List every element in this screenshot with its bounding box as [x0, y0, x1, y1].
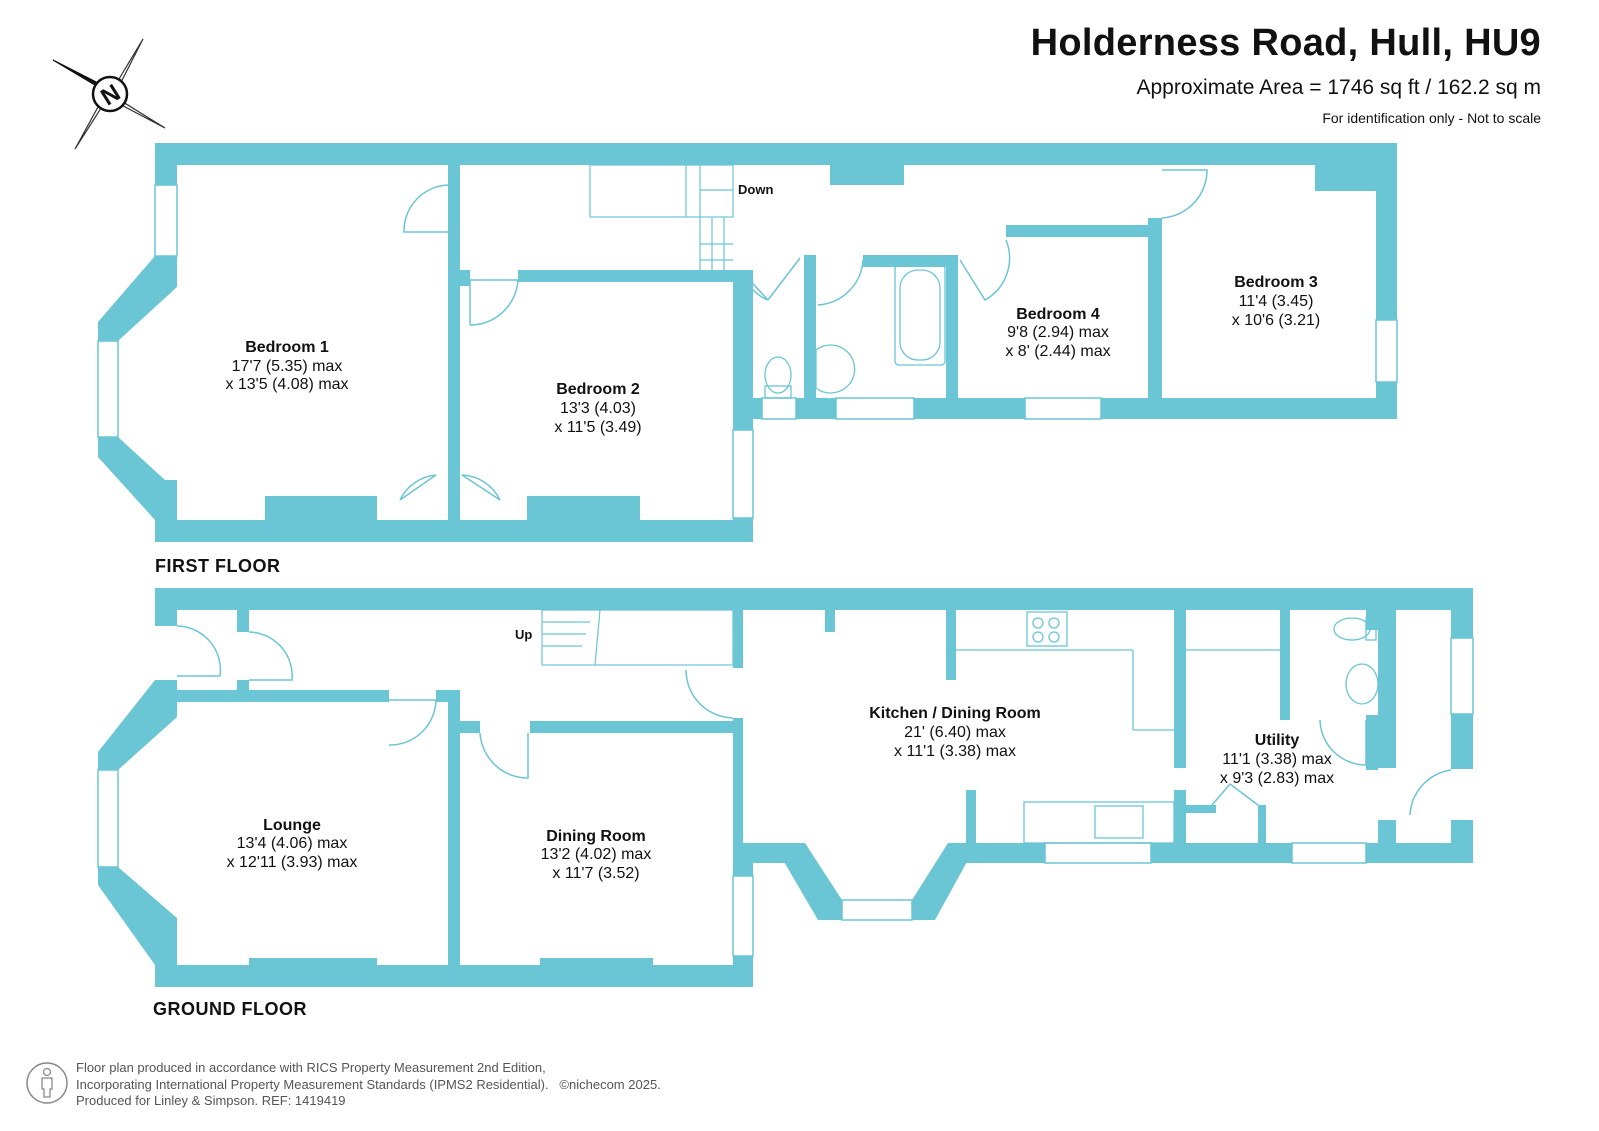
room-bedroom-2: Bedroom 2 13'3 (4.03) x 11'5 (3.49) — [554, 381, 641, 436]
svg-text:x 9'3 (2.83) max: x 9'3 (2.83) max — [1220, 770, 1334, 787]
svg-text:x 12'11 (3.93) max: x 12'11 (3.93) max — [227, 854, 358, 871]
room-dining-room: Dining Room 13'2 (4.02) max x 11'7 (3.52… — [541, 828, 652, 882]
svg-text:9'8 (2.94) max: 9'8 (2.94) max — [1007, 324, 1109, 341]
ground-floor-walls — [98, 588, 1473, 987]
stairs-up-label: Up — [515, 627, 532, 642]
svg-text:x 11'7 (3.52): x 11'7 (3.52) — [552, 865, 639, 882]
footer: Floor plan produced in accordance with R… — [76, 1060, 661, 1110]
svg-text:21' (6.40) max: 21' (6.40) max — [904, 724, 1006, 741]
stairs — [541, 164, 734, 666]
svg-text:x 8' (2.44) max: x 8' (2.44) max — [1005, 343, 1110, 360]
svg-text:Bedroom 2: Bedroom 2 — [556, 381, 640, 398]
footer-line-3: Produced for Linley & Simpson. REF: 1419… — [76, 1093, 346, 1108]
room-lounge: Lounge 13'4 (4.06) max x 12'11 (3.93) ma… — [227, 817, 358, 871]
plan-disclaimer: For identification only - Not to scale — [1322, 110, 1541, 126]
svg-text:Lounge: Lounge — [263, 817, 321, 834]
svg-text:x 13'5 (4.08) max: x 13'5 (4.08) max — [225, 376, 348, 393]
door-swings — [176, 169, 1452, 816]
footer-line-1: Floor plan produced in accordance with R… — [76, 1060, 546, 1075]
footer-line-2: Incorporating International Property Mea… — [76, 1077, 661, 1094]
footer-line-2-text: Incorporating International Property Mea… — [76, 1076, 549, 1092]
room-bedroom-4: Bedroom 4 9'8 (2.94) max x 8' (2.44) max — [1005, 306, 1110, 360]
person-icon — [26, 1062, 68, 1104]
svg-text:Bedroom 1: Bedroom 1 — [245, 339, 329, 356]
svg-text:13'4 (4.06) max: 13'4 (4.06) max — [237, 835, 348, 852]
svg-text:x 10'6 (3.21): x 10'6 (3.21) — [1232, 312, 1320, 329]
svg-text:11'4 (3.45): 11'4 (3.45) — [1239, 293, 1314, 310]
svg-text:Dining Room: Dining Room — [546, 828, 646, 845]
copyright: ©nichecom 2025. — [559, 1076, 661, 1092]
svg-text:Kitchen / Dining Room: Kitchen / Dining Room — [869, 705, 1041, 722]
svg-text:Bedroom 4: Bedroom 4 — [1016, 306, 1100, 323]
svg-text:x 11'1 (3.38) max: x 11'1 (3.38) max — [894, 743, 1016, 760]
svg-text:11'1 (3.38) max: 11'1 (3.38) max — [1222, 751, 1331, 768]
room-utility: Utility 11'1 (3.38) max x 9'3 (2.83) max — [1220, 732, 1334, 787]
plan-area: Approximate Area = 1746 sq ft / 162.2 sq… — [1136, 76, 1542, 99]
first-floor-label: FIRST FLOOR — [155, 556, 281, 576]
svg-text:17'7 (5.35) max: 17'7 (5.35) max — [232, 358, 343, 375]
stairs-down-label: Down — [738, 182, 773, 197]
ground-floor-label: GROUND FLOOR — [153, 999, 307, 1019]
first-floor-walls — [98, 143, 1397, 542]
room-bedroom-1: Bedroom 1 17'7 (5.35) max x 13'5 (4.08) … — [225, 339, 348, 393]
svg-text:13'3 (4.03): 13'3 (4.03) — [560, 400, 636, 417]
fixtures — [764, 264, 1379, 844]
svg-text:Utility: Utility — [1255, 732, 1300, 749]
plan-title: Holderness Road, Hull, HU9 — [1030, 22, 1541, 64]
room-kitchen-dining: Kitchen / Dining Room 21' (6.40) max x 1… — [869, 705, 1041, 760]
room-bedroom-3: Bedroom 3 11'4 (3.45) x 10'6 (3.21) — [1232, 274, 1320, 329]
compass-icon: N — [52, 38, 166, 150]
svg-text:x 11'5 (3.49): x 11'5 (3.49) — [554, 419, 641, 436]
svg-text:13'2 (4.02) max: 13'2 (4.02) max — [541, 846, 652, 863]
svg-text:Bedroom 3: Bedroom 3 — [1234, 274, 1318, 291]
windows — [97, 184, 1474, 957]
